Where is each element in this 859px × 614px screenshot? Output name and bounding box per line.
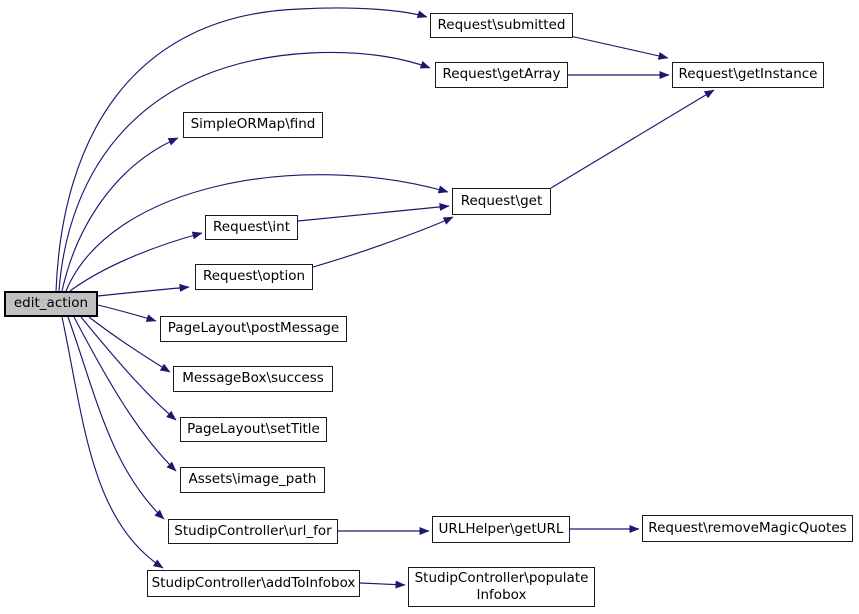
node-pagelayout-settitle[interactable]: PageLayout\setTitle [180, 417, 327, 442]
edge-editaction-submitted [55, 7, 428, 292]
edge-option-get [312, 216, 454, 268]
edge-editaction-imagepath [73, 316, 177, 472]
edge-editaction-settitle [80, 316, 177, 421]
edge-editaction-postmessage [97, 304, 157, 322]
node-pagelayout-postmessage[interactable]: PageLayout\postMessage [160, 316, 347, 342]
edge-addtoinfobox-populateinfobox [359, 580, 406, 589]
edge-editaction-success [88, 316, 171, 373]
node-assets-image-path[interactable]: Assets\image_path [180, 467, 325, 493]
edge-editaction-option [97, 283, 190, 297]
edge-get-getinstance [550, 89, 715, 189]
node-messagebox-success[interactable]: MessageBox\success [173, 366, 333, 392]
node-request-submitted[interactable]: Request\submitted [430, 13, 573, 38]
edge-editaction-urlfor [67, 316, 165, 520]
edge-editaction-int [69, 231, 203, 292]
edge-editaction-get [65, 174, 449, 292]
edge-submitted-getinstance [569, 35, 669, 60]
edge-editaction-getarray [58, 51, 431, 292]
node-request-int[interactable]: Request\int [205, 215, 298, 240]
node-edit-action: edit_action [4, 291, 98, 317]
node-request-get[interactable]: Request\get [452, 188, 551, 215]
node-request-getinstance[interactable]: Request\getInstance [672, 62, 824, 88]
node-simpleormap-find[interactable]: SimpleORMap\find [183, 112, 323, 138]
node-studipcontroller-url-for[interactable]: StudipController\url_for [168, 519, 338, 544]
node-request-removemagicquotes[interactable]: Request\removeMagicQuotes [642, 515, 853, 542]
node-urlhelper-geturl[interactable]: URLHelper\getURL [432, 516, 570, 543]
node-request-getarray[interactable]: Request\getArray [435, 62, 568, 88]
node-request-option[interactable]: Request\option [195, 264, 313, 290]
edge-int-get [297, 202, 450, 222]
node-studipcontroller-populateinfobox[interactable]: StudipController\populate Infobox [408, 567, 595, 607]
node-studipcontroller-addtoinfobox[interactable]: StudipController\addToInfobox [147, 570, 360, 597]
edge-editaction-find [61, 137, 179, 292]
edge-editaction-addtoinfobox [61, 316, 164, 569]
